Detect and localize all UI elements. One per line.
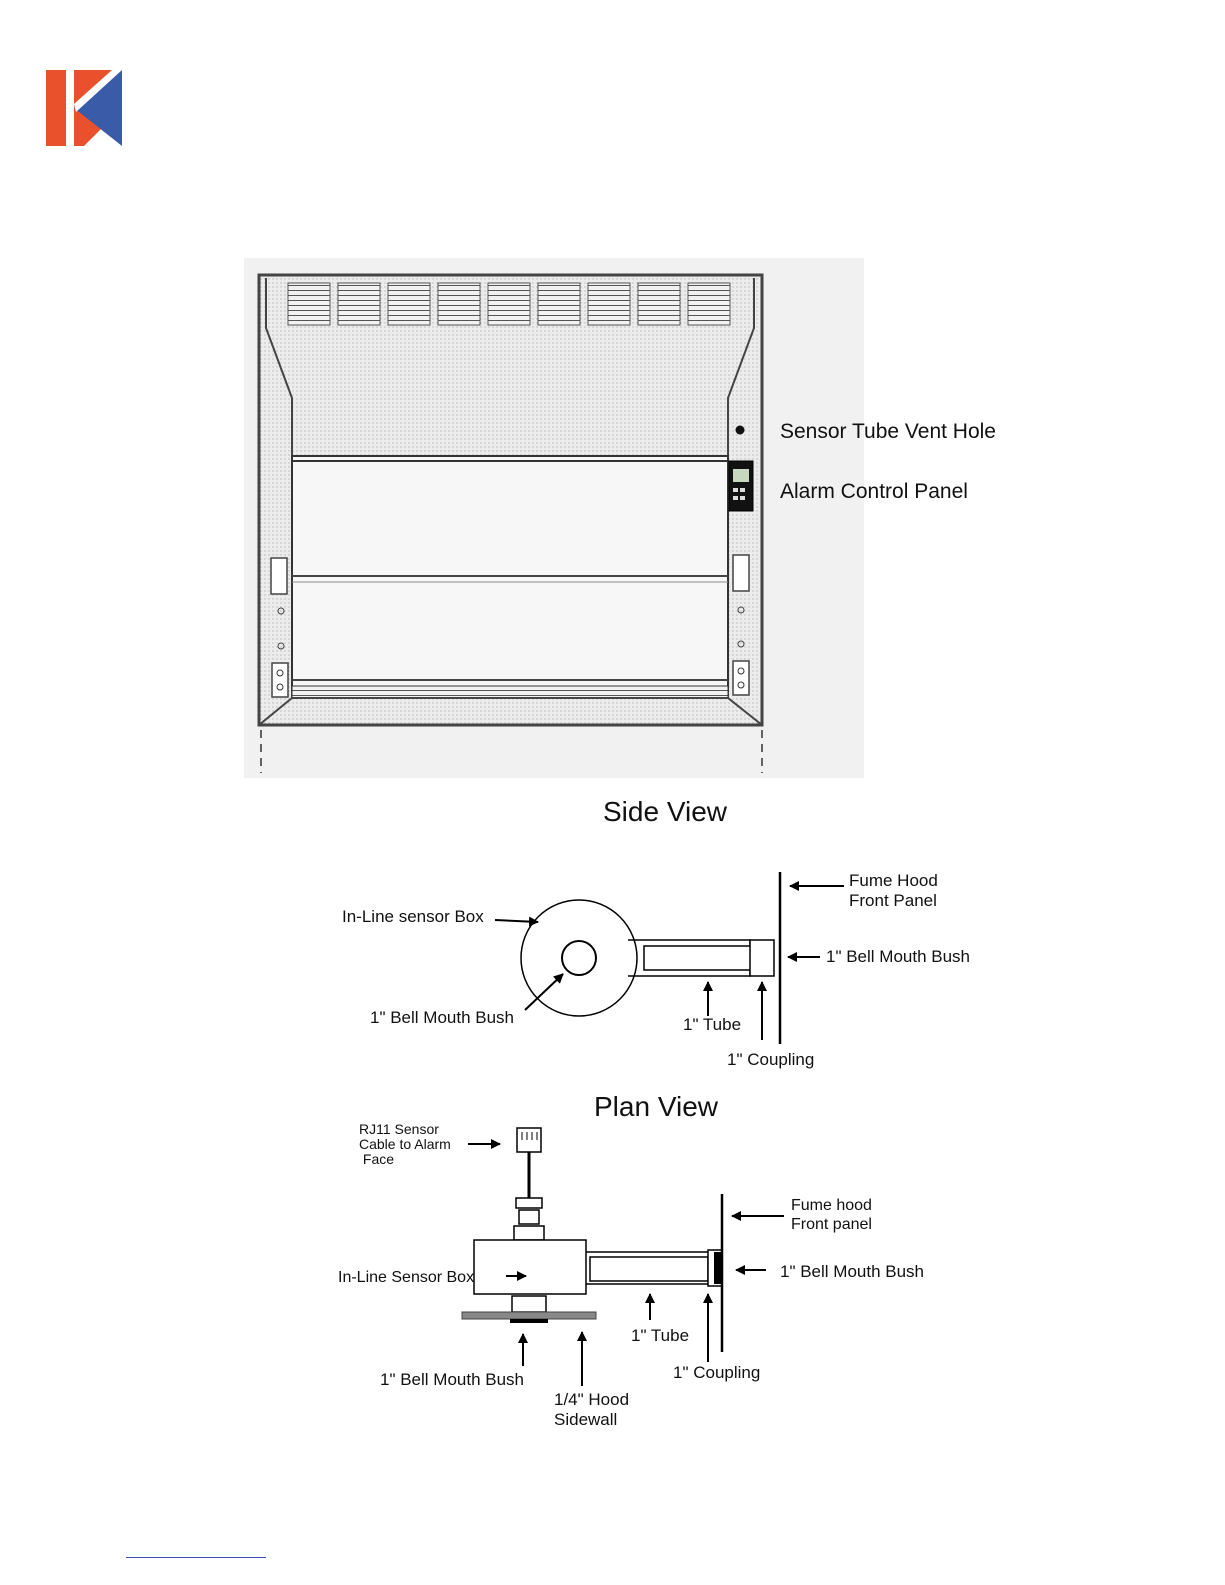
sv-bell-mouth-hole	[561, 940, 597, 976]
pv-sensor-box	[473, 1239, 587, 1295]
sv-coupling-label: 1" Coupling	[727, 1050, 815, 1069]
left-valve-1	[277, 607, 285, 615]
pv-hood-sidewall	[461, 1311, 597, 1320]
right-valve-1	[737, 606, 745, 614]
louver-panels	[287, 282, 731, 326]
base-bevel	[258, 697, 763, 726]
sv-sensor-box-label: In-Line sensor Box	[342, 907, 484, 926]
sv-tube-label: 1" Tube	[683, 1015, 742, 1034]
pv-fitting-body	[518, 1209, 540, 1225]
right-outlet-socket-1	[737, 667, 745, 675]
company-logo	[46, 70, 122, 146]
right-outlet-socket-2	[737, 681, 745, 689]
sv-bell-mouth-right-label: 1" Bell Mouth Bush	[826, 947, 971, 966]
right-service-plate	[732, 554, 750, 592]
sv-arrow-sensor-box	[494, 916, 539, 927]
alarm-control-panel	[728, 460, 754, 512]
pv-bottom-bell-mouth-flange	[510, 1319, 548, 1323]
sv-tube-inner	[643, 945, 763, 971]
left-outlet-socket-1	[276, 669, 284, 677]
airfoil-sill	[291, 685, 729, 699]
side-view-title: Side View	[603, 796, 728, 827]
left-valve-2	[277, 642, 285, 650]
right-outlet	[732, 660, 750, 696]
pv-coupling-label: 1" Coupling	[673, 1363, 761, 1382]
pv-bell-mouth-bottom-label: 1" Bell Mouth Bush	[380, 1370, 525, 1389]
pv-sensor-box-label: In-Line Sensor Box	[338, 1269, 475, 1286]
pv-tube-inner	[589, 1256, 709, 1282]
pv-hood-sidewall-label: 1/4" Hood Sidewall	[554, 1390, 630, 1429]
pv-bottom-bell-mouth	[511, 1295, 547, 1313]
sv-coupling	[749, 939, 775, 977]
left-service-plate	[270, 557, 288, 595]
pv-bell-mouth-front	[714, 1252, 722, 1284]
left-outlet	[271, 662, 289, 698]
sv-arrow-bell-center	[524, 973, 564, 1011]
side-view-diagram	[494, 872, 844, 1044]
alarm-panel-label: Alarm Control Panel	[780, 480, 968, 503]
left-outlet-socket-2	[276, 683, 284, 691]
sash-opening	[291, 455, 729, 692]
sv-fume-hood-front-label: Fume Hood Front Panel	[849, 871, 938, 910]
pv-tube-label: 1" Tube	[631, 1326, 690, 1345]
fume-hood-drawing	[244, 258, 864, 778]
logo-white-diagonal	[74, 70, 122, 112]
pv-fitting-nut-bottom	[513, 1225, 545, 1241]
footnote-rule	[126, 1557, 266, 1558]
right-valve-2	[737, 640, 745, 648]
logo-white-stripe	[66, 70, 74, 146]
sensor-tube-vent-hole	[735, 425, 745, 435]
vent-hole-label: Sensor Tube Vent Hole	[780, 420, 996, 443]
pv-bell-mouth-right-label: 1" Bell Mouth Bush	[780, 1262, 925, 1281]
pv-rj11-label: RJ11 Sensor Cable to Alarm Face	[359, 1121, 451, 1167]
pv-fitting-nut-top	[515, 1197, 543, 1209]
pv-fume-hood-front-label: Fume hood Front panel	[791, 1197, 872, 1233]
plan-view-diagram	[461, 1127, 784, 1386]
plan-view-title: Plan View	[594, 1091, 719, 1122]
sv-bell-mouth-center-label: 1" Bell Mouth Bush	[370, 1008, 515, 1027]
logo-blue-shape	[74, 70, 122, 146]
